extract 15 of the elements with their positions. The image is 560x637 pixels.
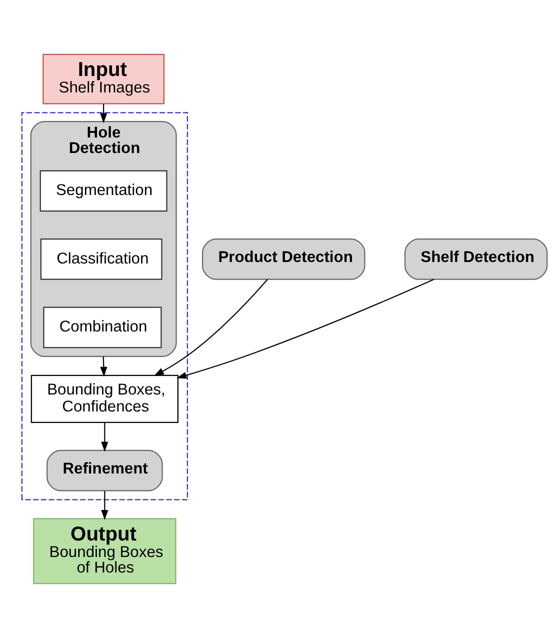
arrow <box>100 103 108 123</box>
node-box: Segmentation <box>40 170 168 212</box>
arrow <box>100 356 108 376</box>
arrow <box>101 490 108 520</box>
node-box: Bounding Boxes, Confidences <box>30 374 178 423</box>
node-box: Shelf Detection <box>404 238 548 280</box>
node-box: Input Shelf Images <box>42 53 165 104</box>
node-box: Combination <box>43 306 162 348</box>
arrow <box>176 278 434 378</box>
node-box: Refinement <box>46 449 163 491</box>
arrow <box>154 278 268 376</box>
arrow <box>101 422 108 452</box>
node-box: Product Detection <box>202 238 366 280</box>
node-box: Classification <box>40 238 162 280</box>
node-box: Output Bounding Boxes of Holes <box>33 518 176 584</box>
